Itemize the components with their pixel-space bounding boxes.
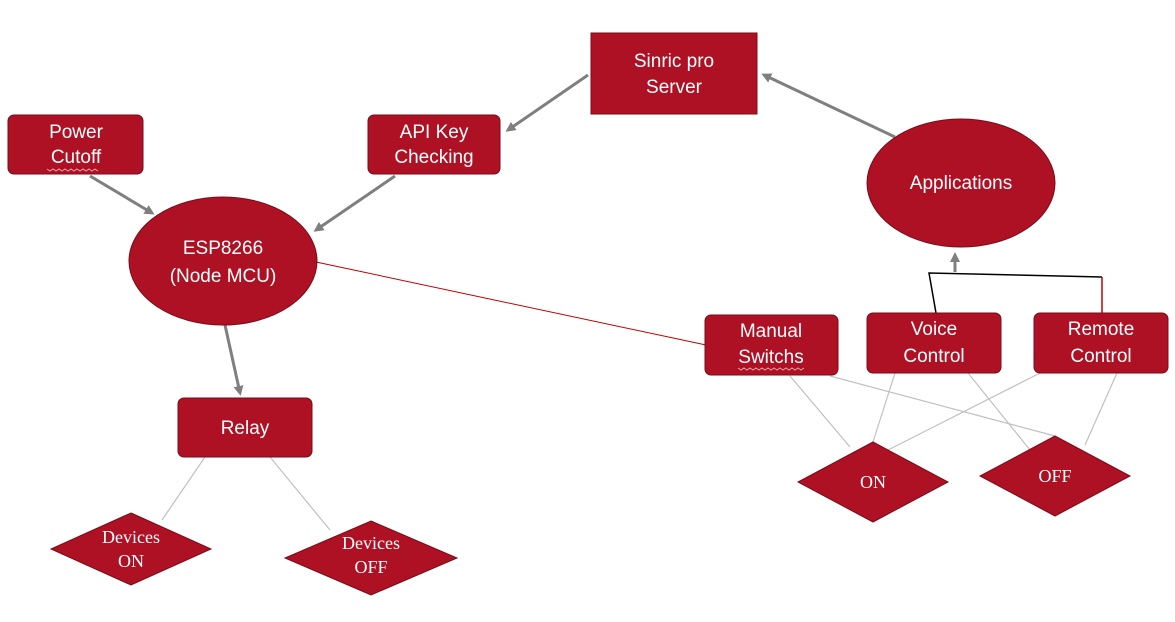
thin-connectors [161, 372, 1118, 531]
manual-switches-line2: Switchs [738, 347, 803, 368]
arrow-applications-to-server [761, 73, 896, 139]
arrow-server-to-api [505, 73, 589, 132]
esp8266-node: ESP8266 (Node MCU) [128, 196, 318, 326]
devices-off-node: Devices OFF [283, 520, 459, 596]
relay-node: Relay [177, 397, 313, 458]
sinric-server-node: Sinric pro Server [590, 32, 758, 115]
voice-control-line2: Control [903, 346, 964, 367]
applications-label: Applications [910, 173, 1012, 194]
arrow-esp-to-relay [223, 324, 244, 396]
off-state-node: OFF [978, 435, 1132, 517]
sinric-server-line2: Server [646, 77, 703, 98]
remote-control-line2: Control [1070, 346, 1131, 367]
voice-control-line1: Voice [911, 319, 957, 340]
devices-off-line2: OFF [354, 557, 387, 577]
esp-to-manual-line [315, 261, 707, 346]
arrow-api-to-esp [313, 174, 396, 232]
esp8266-line2: (Node MCU) [170, 266, 277, 287]
voice-control-node: Voice Control [866, 312, 1002, 374]
voice-to-on-line [872, 372, 896, 443]
on-state-label: ON [860, 472, 886, 492]
manual-switches-line1: Manual [740, 321, 802, 342]
devices-off-line1: Devices [342, 533, 400, 553]
remote-to-on-line [887, 372, 1041, 451]
applications-node: Applications [866, 118, 1056, 248]
manual-switches-node: Manual Switchs [704, 314, 839, 376]
sinric-server-line1: Sinric pro [634, 51, 714, 72]
on-state-node: ON [796, 441, 950, 523]
power-cutoff-line1: Power [49, 122, 104, 143]
api-key-node: API Key Checking [367, 114, 501, 175]
manual-to-off-line [829, 375, 1056, 437]
voice-to-off-line [967, 372, 1031, 451]
devices-on-node: Devices ON [49, 512, 213, 586]
esp8266-line1: ESP8266 [183, 238, 263, 259]
devices-on-line1: Devices [102, 527, 160, 547]
relay-to-devices-on-line [161, 456, 206, 521]
remote-control-node: Remote Control [1033, 312, 1169, 374]
devices-on-line2: ON [118, 551, 144, 571]
api-key-line1: API Key [400, 122, 469, 143]
off-state-label: OFF [1038, 466, 1071, 486]
power-cutoff-node: Power Cutoff [7, 114, 144, 175]
flow-arrows [89, 73, 896, 396]
manual-to-on-line [789, 375, 851, 448]
remote-to-off-line [1084, 372, 1118, 446]
power-cutoff-line2: Cutoff [51, 147, 102, 168]
remote-control-line1: Remote [1068, 319, 1135, 340]
controls-bracket [928, 272, 1103, 314]
relay-to-devices-off-line [269, 456, 331, 531]
api-key-line2: Checking [394, 147, 473, 168]
arrow-power-to-esp [89, 174, 155, 215]
relay-label: Relay [221, 418, 270, 439]
